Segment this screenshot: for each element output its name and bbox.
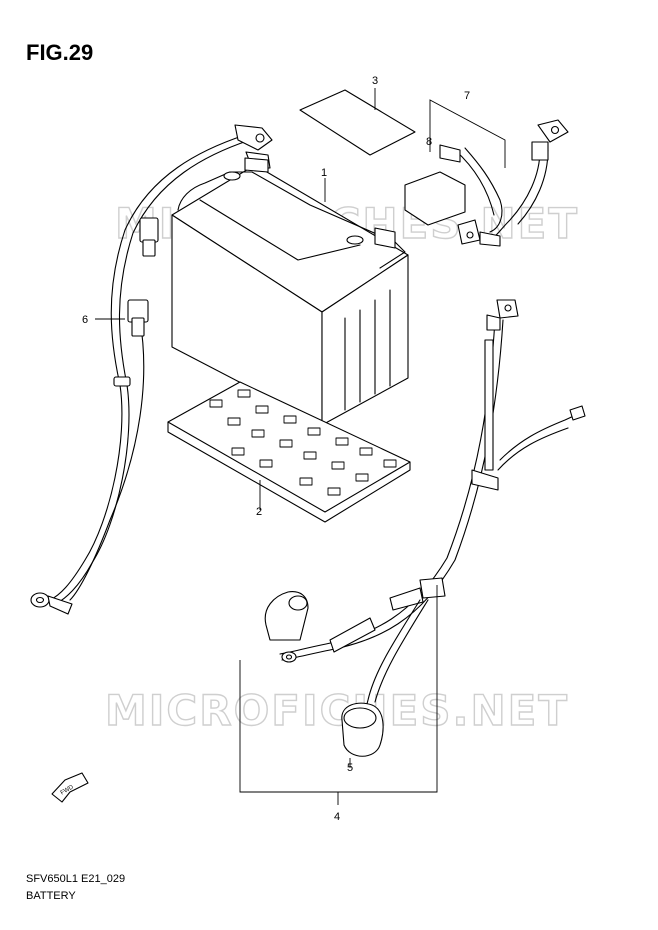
callout-2: 2 bbox=[256, 506, 262, 518]
terminal-cover bbox=[404, 171, 466, 226]
callout-8: 8 bbox=[426, 136, 432, 148]
terminal-lead-assembly bbox=[439, 119, 569, 247]
figure-title: FIG.29 bbox=[26, 40, 94, 65]
diagram-code: SFV650L1 E21_029 bbox=[26, 873, 126, 885]
diagram-caption: BATTERY bbox=[26, 890, 76, 902]
forward-arrow-icon bbox=[51, 772, 89, 803]
lead-terminal-top bbox=[234, 124, 273, 151]
callout-6: 6 bbox=[82, 314, 88, 326]
watermark-lower: MICROFICHES.NET bbox=[105, 686, 569, 735]
lead-connector-upper bbox=[139, 217, 159, 243]
callout-4: 4 bbox=[334, 811, 340, 823]
callout-1: 1 bbox=[321, 167, 327, 179]
terminal-boot-cap bbox=[341, 702, 384, 757]
battery-label-plate bbox=[299, 89, 416, 156]
battery-tray bbox=[167, 381, 411, 523]
callout-7: 7 bbox=[464, 90, 470, 102]
callout-3: 3 bbox=[372, 75, 378, 87]
battery bbox=[171, 157, 409, 426]
callout-5: 5 bbox=[347, 762, 353, 774]
